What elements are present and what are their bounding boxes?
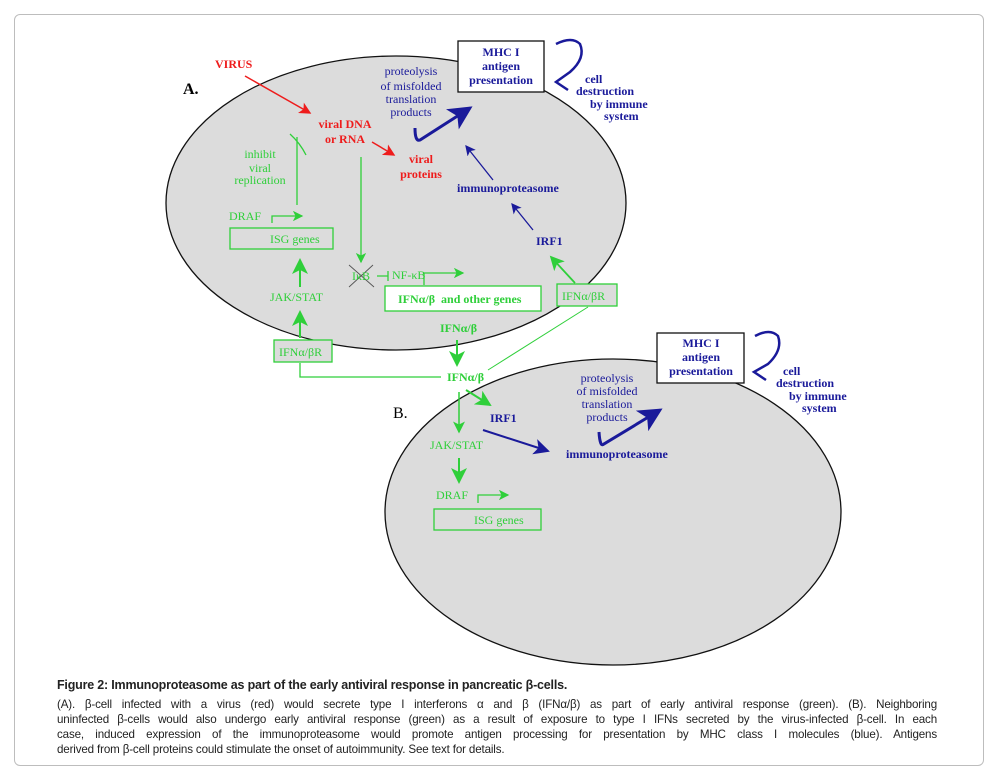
jak-stat-label-a: JAK/STAT — [270, 290, 324, 304]
draf-arrow-a — [271, 210, 304, 223]
ikb-cross — [348, 264, 375, 288]
draf-arrow-b — [477, 489, 510, 503]
mhc-box-a — [457, 40, 545, 93]
draf-label-b: DRAF — [436, 488, 468, 502]
ifn-genes-label: IFNα/β and other genes — [398, 292, 522, 306]
panel-a-label: A. — [183, 81, 199, 98]
jak-stat-label-b: JAK/STAT — [430, 438, 484, 452]
receptor-label-right: IFNα/βR — [562, 289, 605, 303]
ikb-label: IκB — [352, 269, 370, 283]
ifn-genes-box — [384, 285, 542, 312]
irf1-label-b: IRF1 — [490, 411, 517, 425]
isg-label-b: ISG genes — [474, 513, 524, 527]
draf-label-a: DRAF — [229, 209, 261, 223]
cell-a — [165, 55, 627, 351]
immunoproteasome-label-a: immunoproteasome — [457, 181, 559, 195]
nfkb-label: NF-κB — [392, 268, 425, 282]
figure-caption: Figure 2: Immunoproteasome as part of th… — [57, 678, 937, 757]
mhc-loop-a — [553, 38, 583, 92]
irf1-immuno-arrow-b — [482, 429, 550, 455]
protein-arrow — [371, 141, 396, 156]
ifn-to-left-receptor — [299, 363, 441, 378]
isg-label-a: ISG genes — [270, 232, 320, 246]
isg-box-a — [229, 227, 334, 250]
immuno-proteolysis-arrow-a — [465, 144, 494, 181]
mhc-loop-b — [751, 330, 781, 382]
inhibit-line — [289, 133, 307, 205]
ifn-irf1-arrow-b — [465, 389, 492, 407]
proteolysis-mhc-arrow-a — [413, 106, 473, 142]
receptor-irf1-arrow — [549, 255, 576, 284]
ikb-inhibit — [377, 271, 389, 281]
receptor-box-left — [273, 339, 333, 363]
caption-title: Figure 2: Immunoproteasome as part of th… — [57, 678, 568, 692]
caption-line: derived from β-cell proteins could stimu… — [57, 743, 505, 756]
immunoproteasome-label-b: immunoproteasome — [566, 447, 668, 461]
figure-border — [14, 14, 984, 766]
nfkb-arrow — [423, 267, 465, 285]
virus-label: VIRUS — [215, 57, 253, 71]
caption-line: (A). β-cell infected with a virus (red) … — [57, 698, 937, 711]
irf1-label-a: IRF1 — [536, 234, 563, 248]
caption-line: case, induced expression of the immunopr… — [57, 728, 937, 741]
proteolysis-mhc-arrow-b — [597, 408, 663, 447]
irf1-immuno-arrow-a — [511, 202, 534, 231]
virus-arrow — [244, 75, 312, 114]
receptor-box-right — [556, 283, 618, 307]
ifn-secreted-top: IFNα/β — [440, 321, 477, 335]
mhc-box-b — [656, 332, 745, 384]
caption-line: uninfected β-cells would also undergo ea… — [57, 713, 937, 726]
isg-box-b — [433, 508, 542, 531]
receptor-label-left: IFNα/βR — [279, 345, 322, 359]
panel-b-label: B. — [393, 405, 408, 422]
ifn-secreted-bottom: IFNα/β — [447, 370, 484, 384]
ifn-to-right-receptor — [487, 306, 589, 371]
